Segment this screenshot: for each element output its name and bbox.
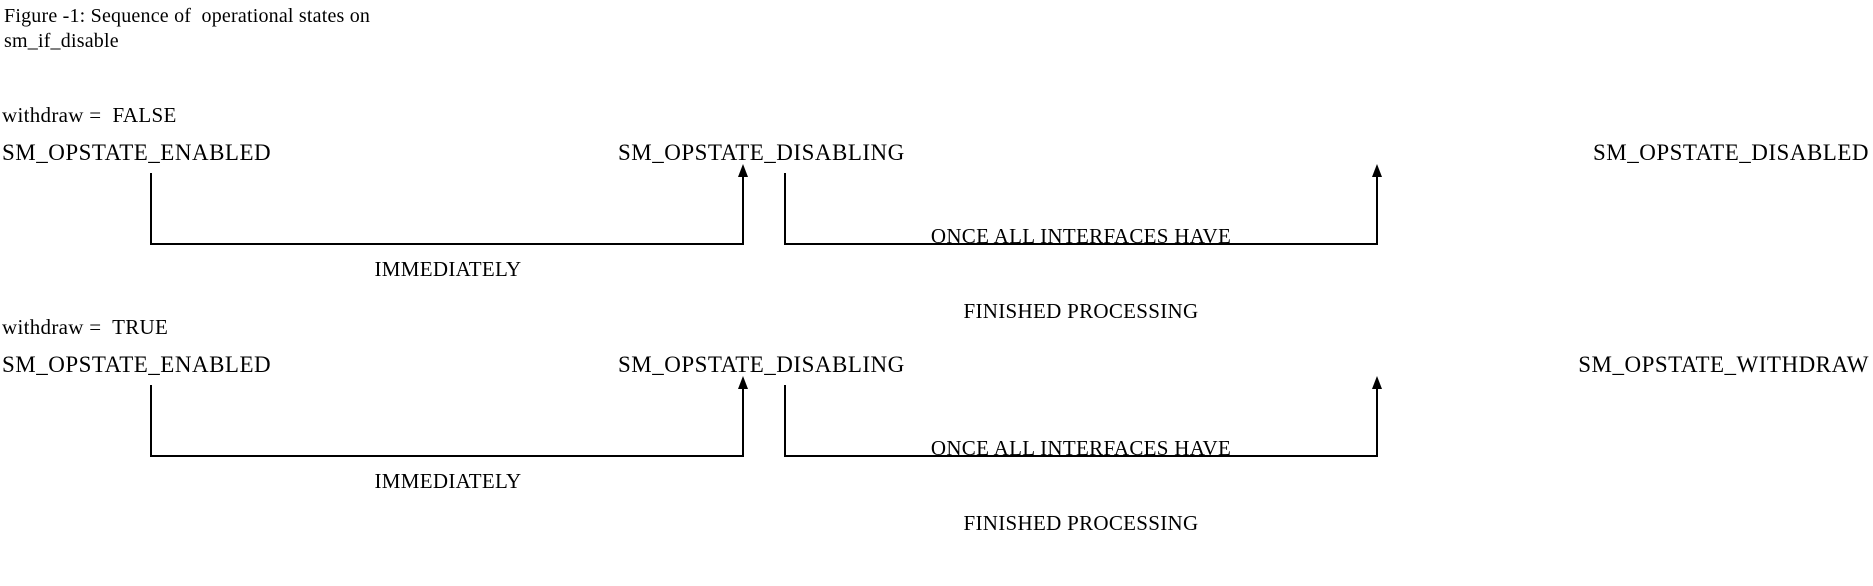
transition-label-2-once-all-interfaces: ONCE ALL INTERFACES HAVE FINISHED PROCES… (826, 386, 1336, 586)
figure-caption-line-2: sm_if_disable (4, 30, 119, 52)
transition-label-line-1: ONCE ALL INTERFACES HAVE (930, 436, 1232, 460)
condition-label-withdraw-false: withdraw = FALSE (2, 103, 177, 127)
state-label-enabled-1: SM_OPSTATE_ENABLED (2, 140, 272, 165)
transition-label-line-1: IMMEDIATELY (374, 469, 522, 493)
connector-baseline (784, 243, 1378, 245)
transition-label-line-1: ONCE ALL INTERFACES HAVE (930, 224, 1232, 248)
transition-connector-1-once-all-interfaces (784, 164, 1382, 245)
connector-right-stem (1376, 385, 1378, 457)
connector-left-stem (784, 173, 786, 245)
connector-right-stem (742, 173, 744, 245)
figure-canvas: Figure -1: Sequence of operational state… (2, 4, 1869, 544)
connector-right-stem (1376, 173, 1378, 245)
connector-baseline (150, 455, 744, 457)
condition-label-withdraw-true: withdraw = TRUE (2, 315, 169, 339)
transition-label-2-immediately: IMMEDIATELY (238, 419, 658, 544)
arrow-up-icon (1372, 164, 1382, 177)
arrow-up-icon (738, 376, 748, 389)
transition-connector-1-immediately (150, 164, 748, 245)
transition-label-line-2: FINISHED PROCESSING (963, 511, 1199, 535)
state-label-disabling-1: SM_OPSTATE_DISABLING (618, 140, 905, 165)
transition-label-line-2: FINISHED PROCESSING (963, 299, 1199, 323)
state-label-disabled-1: SM_OPSTATE_DISABLED (1592, 140, 1869, 165)
arrow-up-icon (1372, 376, 1382, 389)
transition-label-line-1: IMMEDIATELY (374, 257, 522, 281)
transition-connector-2-once-all-interfaces (784, 376, 1382, 457)
connector-left-stem (784, 385, 786, 457)
figure-caption: Figure -1: Sequence of operational state… (4, 4, 704, 54)
connector-right-stem (742, 385, 744, 457)
transition-label-1-once-all-interfaces: ONCE ALL INTERFACES HAVE FINISHED PROCES… (826, 174, 1336, 374)
figure-caption-line-1: Figure -1: Sequence of operational state… (4, 5, 371, 27)
connector-left-stem (150, 173, 152, 245)
connector-baseline (784, 455, 1378, 457)
state-label-withdraw-2: SM_OPSTATE_WITHDRAW (1578, 352, 1869, 377)
state-label-disabling-2: SM_OPSTATE_DISABLING (618, 352, 905, 377)
connector-left-stem (150, 385, 152, 457)
transition-label-1-immediately: IMMEDIATELY (238, 207, 658, 332)
state-label-enabled-2: SM_OPSTATE_ENABLED (2, 352, 272, 377)
arrow-up-icon (738, 164, 748, 177)
transition-connector-2-immediately (150, 376, 748, 457)
connector-baseline (150, 243, 744, 245)
